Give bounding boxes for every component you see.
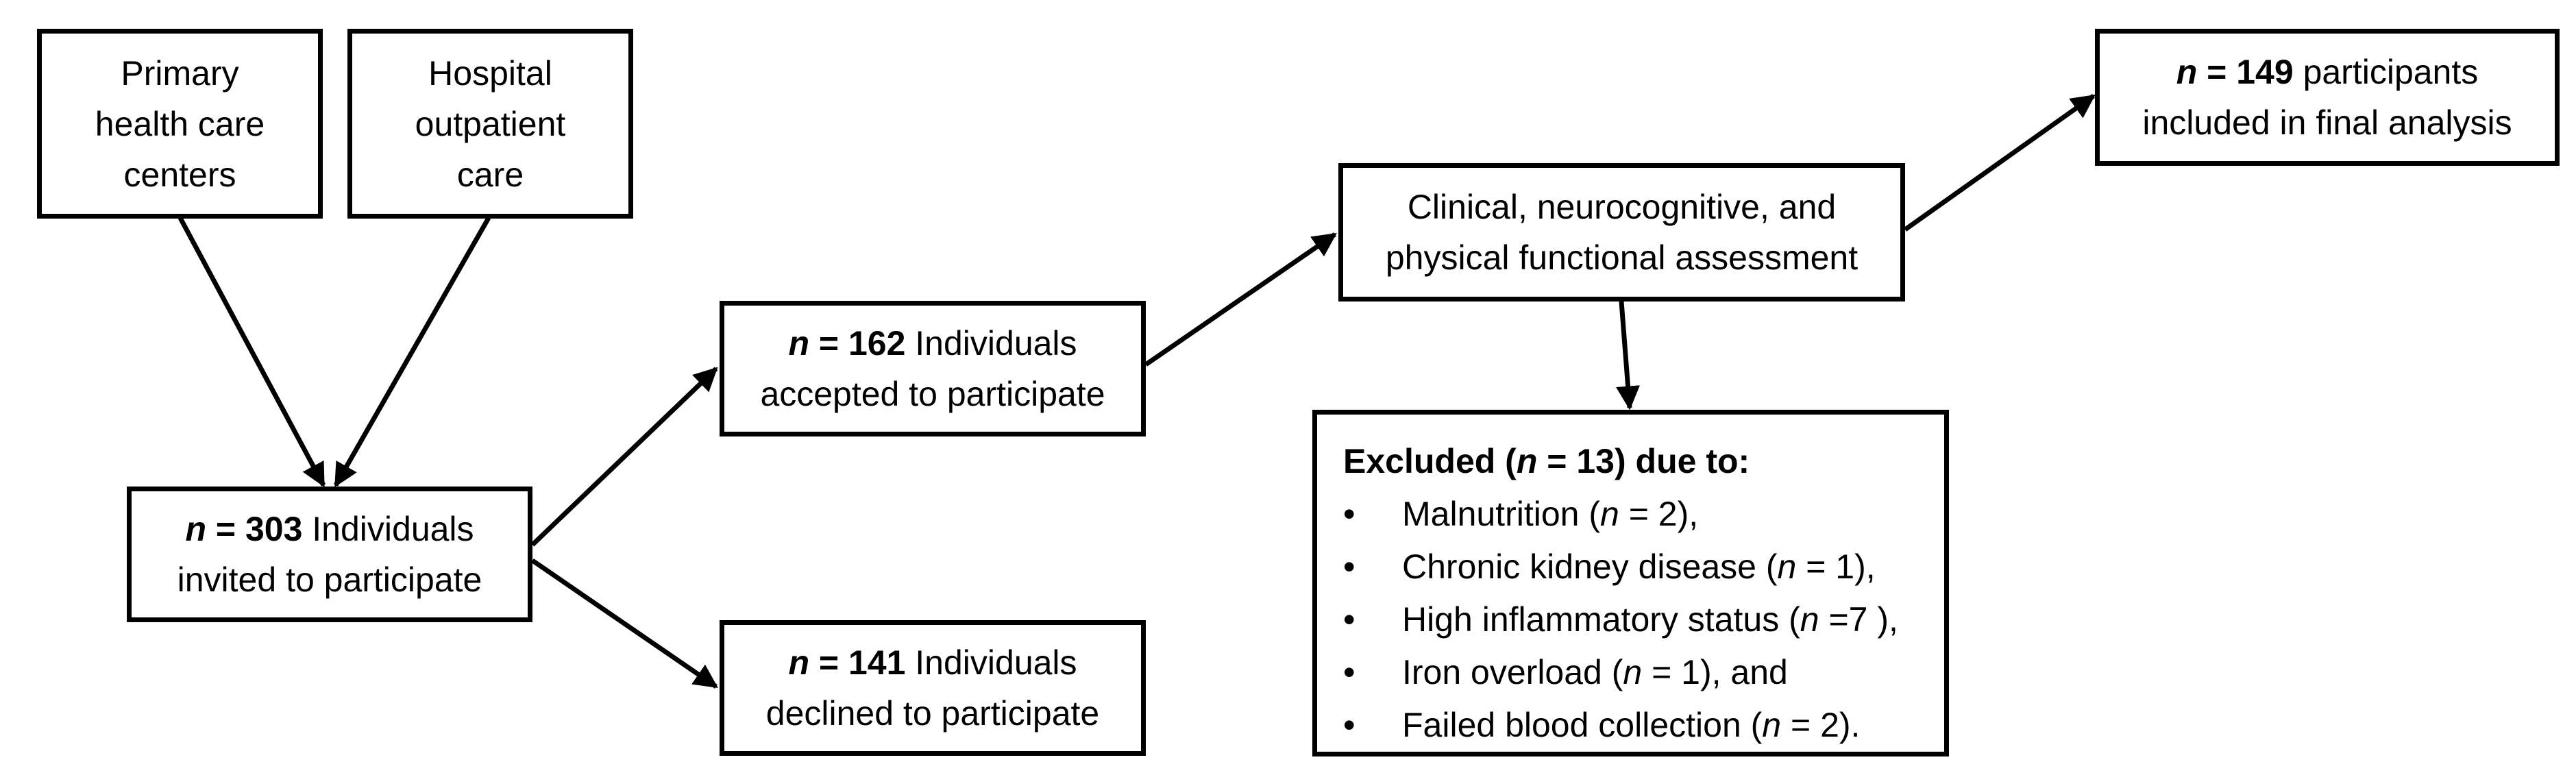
bullet-icon: •: [1343, 706, 1356, 744]
list-item: • Chronic kidney disease (n = 1),: [1343, 541, 1898, 593]
n-symbol: n: [2176, 53, 2198, 91]
bullet-icon: •: [1343, 653, 1356, 691]
arrow-accepted-to-assessment: [1144, 232, 1337, 367]
declined-to-participate-box: n = 141 Individuals declined to particip…: [720, 620, 1146, 756]
reason-text: Chronic kidney disease (: [1402, 548, 1778, 586]
hospital-line-1: Hospital: [428, 53, 552, 93]
n-symbol: n: [1800, 600, 1819, 639]
excluded-heading: Excluded (n = 13) due to:: [1343, 435, 1750, 488]
n-symbol: n: [788, 643, 809, 682]
accepted-line-1: n = 162 Individuals: [788, 318, 1077, 369]
arrow-primary-to-invited: [177, 217, 326, 488]
reason-count: = 1), and: [1642, 653, 1788, 691]
primary-health-care-centers-box: Primary health care centers: [37, 29, 323, 219]
accepted-count: = 162: [809, 324, 906, 362]
final-line-1: n = 149 participants: [2176, 47, 2479, 97]
declined-noun: Individuals: [905, 643, 1077, 682]
reason-count: = 1),: [1796, 548, 1876, 586]
final-count: = 149: [2197, 53, 2294, 91]
arrow-hospital-to-invited: [333, 217, 491, 488]
excluded-heading-pre: Excluded (: [1343, 442, 1517, 480]
list-item: • High inflammatory status (n =7 ),: [1343, 593, 1898, 646]
n-symbol: n: [1516, 442, 1538, 480]
assessment-line-1: Clinical, neurocognitive, and: [1407, 188, 1837, 226]
reason-count: = 2).: [1781, 706, 1861, 744]
assessment-line-2: physical functional assessment: [1385, 238, 1859, 277]
reason-count: = 2),: [1619, 495, 1699, 533]
bullet-icon: •: [1343, 495, 1356, 533]
n-symbol: n: [1762, 706, 1782, 744]
invited-line-2: invited to participate: [177, 561, 482, 599]
reason-text: High inflammatory status (: [1402, 600, 1800, 639]
invited-to-participate-box: n = 303 Individuals invited to participa…: [127, 487, 532, 622]
primary-line-2: health care: [95, 104, 265, 143]
n-symbol: n: [1600, 495, 1619, 533]
arrow-assessment-to-final: [1903, 94, 2096, 232]
invited-line-1: n = 303 Individuals: [185, 504, 474, 554]
excluded-heading-post: = 13) due to:: [1537, 442, 1750, 480]
n-symbol: n: [788, 324, 809, 362]
invited-noun: Individuals: [302, 510, 474, 548]
reason-text: Malnutrition (: [1402, 495, 1600, 533]
declined-line-2: declined to participate: [765, 694, 1100, 733]
accepted-line-2: accepted to participate: [760, 375, 1105, 413]
reason-text: Iron overload (: [1402, 653, 1623, 691]
arrow-invited-to-declined: [531, 558, 718, 689]
arrow-invited-to-accepted: [530, 367, 718, 547]
n-symbol: n: [1623, 653, 1643, 691]
n-symbol: n: [185, 510, 206, 548]
list-item: • Iron overload (n = 1), and: [1343, 646, 1898, 699]
excluded-box: Excluded (n = 13) due to: •Malnutrition …: [1312, 410, 1949, 756]
accepted-noun: Individuals: [905, 324, 1077, 362]
final-analysis-box: n = 149 participants included in final a…: [2095, 29, 2560, 166]
final-line-2: included in final analysis: [2142, 103, 2512, 142]
declined-line-1: n = 141 Individuals: [788, 637, 1077, 688]
final-noun: participants: [2293, 53, 2479, 91]
invited-count: = 303: [206, 510, 303, 548]
accepted-to-participate-box: n = 162 Individuals accepted to particip…: [720, 301, 1146, 436]
assessment-box: Clinical, neurocognitive, and physical f…: [1338, 163, 1905, 302]
arrow-assessment-to-excluded: [1616, 301, 1641, 410]
hospital-line-3: care: [456, 155, 524, 194]
exclusion-reasons-list: •Malnutrition (n = 2), •Chronic kidney d…: [1343, 488, 1898, 752]
primary-line-3: centers: [123, 155, 236, 194]
n-symbol: n: [1777, 548, 1797, 586]
declined-count: = 141: [809, 643, 906, 682]
list-item: • Failed blood collection (n = 2).: [1343, 699, 1898, 752]
reason-text: Failed blood collection (: [1402, 706, 1763, 744]
primary-line-1: Primary: [121, 53, 239, 93]
hospital-outpatient-care-box: Hospital outpatient care: [347, 29, 633, 219]
hospital-line-2: outpatient: [415, 104, 566, 143]
bullet-icon: •: [1343, 600, 1356, 639]
list-item: • Malnutrition (n = 2),: [1343, 488, 1898, 541]
bullet-icon: •: [1343, 548, 1356, 586]
reason-count: =7 ),: [1819, 600, 1898, 639]
